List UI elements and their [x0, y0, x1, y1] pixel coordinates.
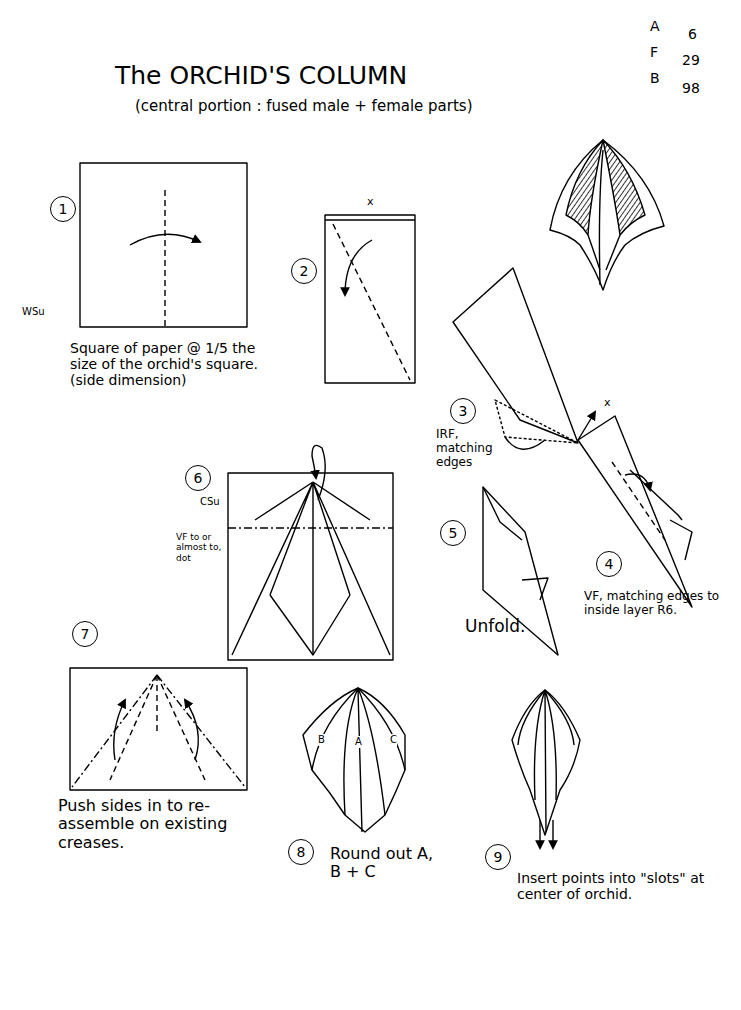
step-number: 5 [440, 520, 466, 546]
flap-letter: B [318, 734, 325, 746]
step-number-text: 6 [194, 471, 203, 485]
step-number: 8 [288, 839, 314, 865]
step-note: IRF, matching edges [436, 428, 516, 469]
step-number-text: 1 [59, 202, 68, 216]
step-number-text: 9 [494, 850, 503, 864]
step-note: VF to or almost to, dot [176, 532, 224, 563]
step-number: 7 [72, 621, 98, 647]
step-number: 9 [485, 844, 511, 870]
flap-letter: A [355, 736, 362, 748]
subtitle: (central portion : fused male + female p… [135, 98, 473, 115]
step-number-text: 5 [449, 526, 458, 540]
corner-code: 6 [688, 26, 697, 42]
step-note: Square of paper @ 1/5 the size of the or… [70, 340, 280, 388]
step-number: 6 [185, 465, 211, 491]
step-number: 1 [50, 196, 76, 222]
step-number: 3 [450, 398, 476, 424]
step-number-text: 3 [459, 404, 468, 418]
fold-note: WSu [22, 306, 45, 318]
flap-letter: C [390, 734, 397, 746]
corner-code: F [650, 44, 658, 60]
step-note: Unfold. [465, 617, 526, 637]
corner-code: A [650, 18, 660, 34]
reference-mark: x [604, 397, 611, 410]
step-number-text: 7 [81, 627, 90, 641]
step-number-text: 2 [300, 264, 309, 278]
reference-mark: x [367, 196, 374, 209]
step-note: Push sides in to re-assemble on existing… [58, 797, 263, 852]
fold-note: CSu [200, 496, 220, 508]
corner-code: 29 [682, 52, 700, 68]
step-number: 2 [291, 258, 317, 284]
diagram-title: The ORCHID'S COLUMN [115, 62, 407, 91]
step-note: Insert points into "slots" at center of … [517, 870, 707, 902]
corner-code: 98 [682, 80, 700, 96]
step-number: 4 [596, 551, 622, 577]
step-number-text: 4 [605, 557, 614, 571]
corner-code: B [650, 70, 660, 86]
step-note: Round out A, B + C [330, 845, 440, 882]
step-number-text: 8 [297, 845, 306, 859]
step-note: VF, matching edges to inside layer R6. [584, 590, 729, 618]
